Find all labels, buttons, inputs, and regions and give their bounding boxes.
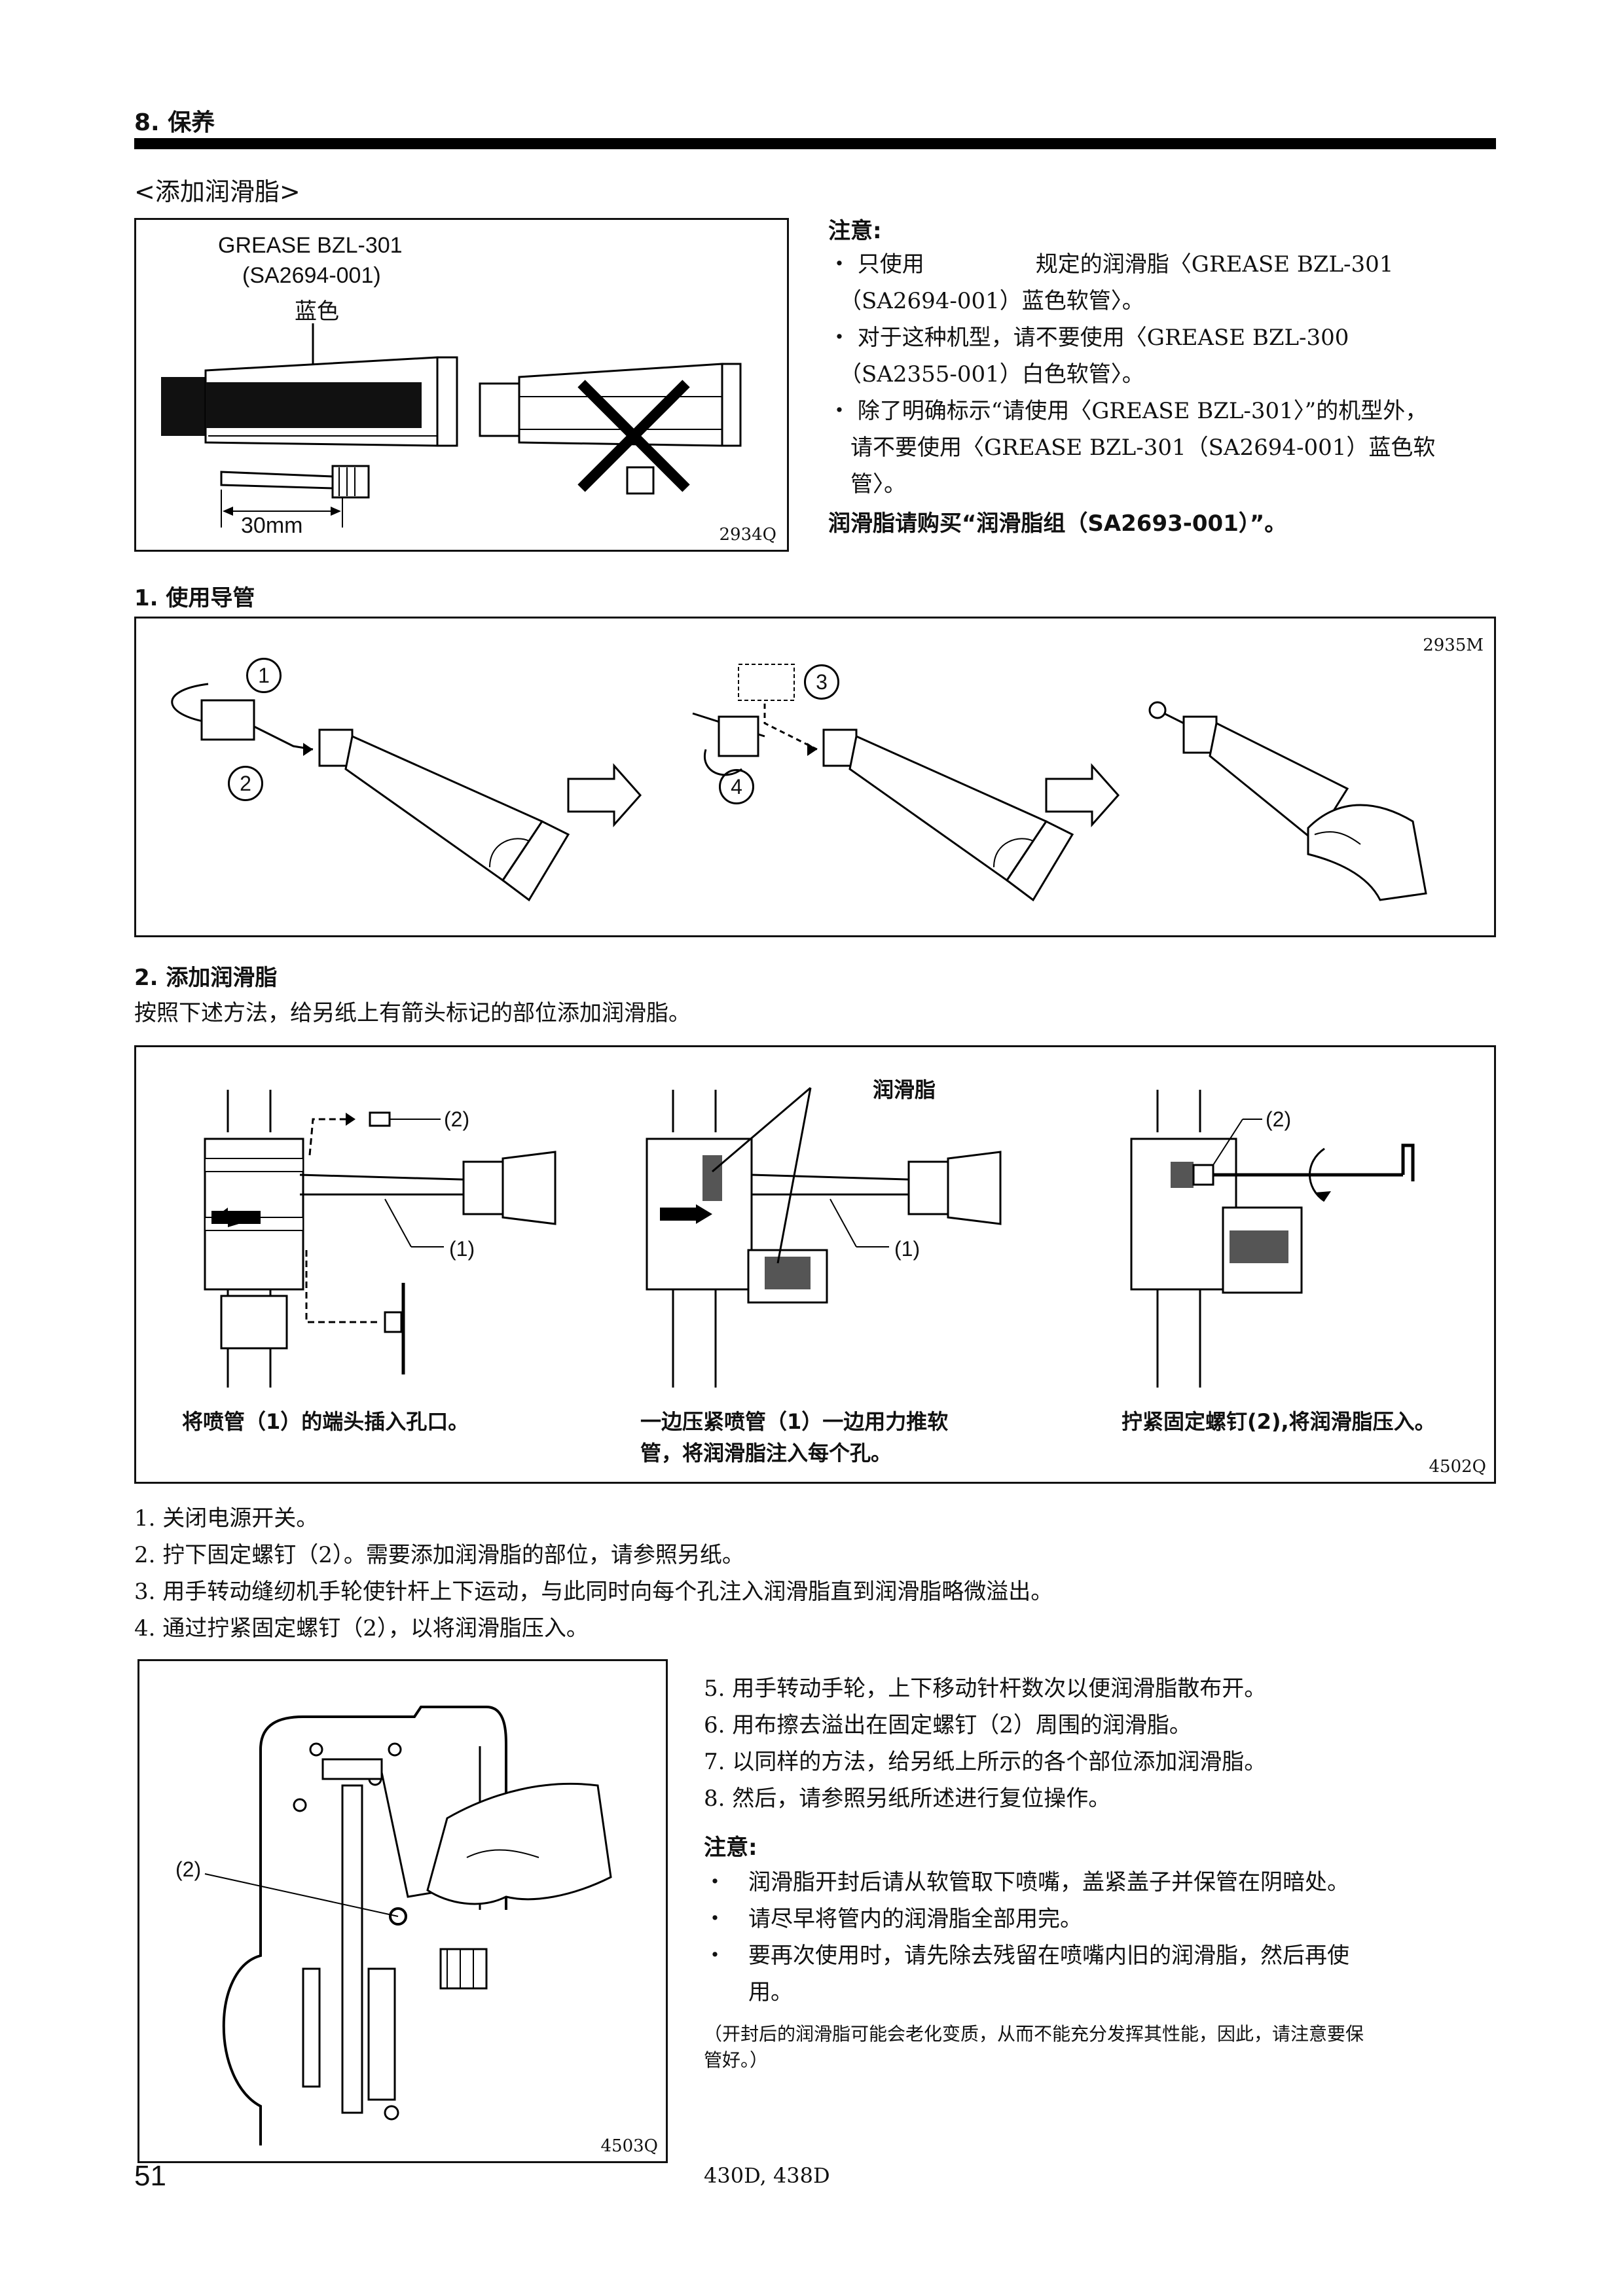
notice2-item: ・ 润滑脂开封后请从软管取下喷嘴，盖紧盖子并保管在阴暗处。 [704,1869,1349,1895]
tube-label-line1: GREASE BZL-301 [218,233,403,258]
caption-c: 拧紧固定螺钉(2),将润滑脂压入。 [1122,1409,1436,1434]
notice2-item-text: 润滑脂开封后请从软管取下喷嘴，盖紧盖子并保管在阴暗处。 [748,1869,1349,1895]
tube-label-line2: (SA2694-001) [242,263,381,288]
step1-heading: 1. 使用导管 [134,585,255,611]
caption-b-line2: 管，将润滑脂注入每个孔。 [640,1441,892,1465]
notice1-item: （SA2694-001）蓝色软管〉。 [828,288,1144,314]
notice2-item-text: 请尽早将管内的润滑脂全部用完。 [748,1906,1082,1932]
list-item: 4. 通过拧紧固定螺钉（2），以将润滑脂压入。 [134,1615,589,1641]
steps-list2: 5. 用手转动手轮，上下移动针杆数次以便润滑脂散布开。 6. 用布擦去溢出在固定… [704,1670,1266,1817]
purchase-note: 润滑脂请购买“润滑脂组（SA2693-001）”。 [828,511,1287,537]
screw-label-a: (2) [444,1107,470,1131]
list-item: 1. 关闭电源开关。 [134,1505,319,1532]
step2-intro: 按照下述方法，给另纸上有箭头标记的部位添加润滑脂。 [134,1000,691,1026]
nozzle-drawing [171,664,1427,902]
page-number: 51 [134,2160,166,2192]
list-item: 7. 以同样的方法，给另纸上所示的各个部位添加润滑脂。 [704,1749,1267,1775]
list-item: 2. 拧下固定螺钉（2）。需要添加润滑脂的部位，请参照另纸。 [134,1542,744,1568]
notice2-item: ・ 要再次使用时，请先除去残留在喷嘴内旧的润滑脂，然后再使 [704,1943,1349,1969]
list-item: 5. 用手转动手轮，上下移动针杆数次以便润滑脂散布开。 [704,1676,1267,1702]
notice2-title: 注意: [704,1835,757,1861]
figure-ref: 2934Q [719,525,776,545]
list-item: 8. 然后，请参照另纸所述进行复位操作。 [704,1785,1111,1812]
notice1-item: ・ 只使用 规定的润滑脂〈GREASE BZL-301 [828,251,1394,278]
notice1-title: 注意: [828,218,882,244]
note-line: （开封后的润滑脂可能会老化变质，从而不能充分发挥其性能，因此，请注意要保 [704,2023,1364,2045]
callout-2: 2 [228,766,263,801]
tube-label-line3: 蓝色 [295,299,339,324]
grease-fill-drawing [204,1086,1415,1388]
notice2-item-text: 要再次使用时，请先除去残留在喷嘴内旧的润滑脂，然后再使 [748,1943,1349,1969]
callout-3: 3 [804,664,839,700]
tube-drawing [161,323,742,528]
step2-heading: 2. 添加润滑脂 [134,965,278,991]
machine-drawing [204,1706,612,2145]
nozzle-figure: 2935M 1 2 3 4 [134,617,1496,937]
notice1-item: ・ 对于这种机型，请不要使用〈GREASE BZL-300 [828,325,1349,351]
notice2-item: ・ 请尽早将管内的润滑脂全部用完。 [704,1906,1082,1932]
header-rule [134,138,1496,149]
figure-ref: 4502Q [1429,1457,1486,1477]
grease-fill-figure: (2) (1) 润滑脂 (1) (2) 将喷管（1）的端头插入孔口。 一边压紧喷… [134,1045,1496,1484]
model-number: 430D, 438D [704,2163,830,2188]
machine-figure: (2) 4503Q [137,1659,668,2163]
section-header: 8. 保养 [134,109,215,136]
callout-4: 4 [719,769,754,804]
list-item: 3. 用手转动缝纫机手轮使针杆上下运动，与此同时向每个孔注入润滑脂直到润滑脂略微… [134,1579,1053,1605]
figure-ref: 2935M [1423,636,1484,655]
notice2-note: （开封后的润滑脂可能会老化变质，从而不能充分发挥其性能，因此，请注意要保 管好。… [704,2021,1364,2073]
nozzle-label-a: (1) [449,1237,475,1261]
grease-tube-figure: GREASE BZL-301 (SA2694-001) 蓝色 30mm 2934… [134,218,789,552]
caption-a: 将喷管（1）的端头插入孔口。 [182,1409,469,1434]
notice2-item: 用。 [704,1974,1349,2011]
caption-b-line1: 一边压紧喷管（1）一边用力推软 [640,1409,949,1434]
screw-label: (2) [175,1857,202,1881]
notice1-item: （SA2355-001）白色软管〉。 [828,361,1144,387]
notice1-list: ・ 只使用 规定的润滑脂〈GREASE BZL-301 （SA2694-001）… [828,246,1435,503]
grease-title: <添加润滑脂> [134,177,301,206]
callout-1: 1 [246,658,282,693]
note-line: 管好。） [704,2049,769,2071]
notice2-list: ・ 润滑脂开封后请从软管取下喷嘴，盖紧盖子并保管在阴暗处。 ・ 请尽早将管内的润… [704,1864,1349,2011]
notice1-item: ・ 除了明确标示“请使用〈GREASE BZL-301〉”的机型外， [828,398,1428,424]
figure-ref: 4503Q [600,2136,658,2156]
dimension-label: 30mm [241,513,303,538]
list-item: 6. 用布擦去溢出在固定螺钉（2）周围的润滑脂。 [704,1712,1192,1738]
nozzle-label-b: (1) [894,1237,921,1261]
grease-label: 润滑脂 [873,1078,936,1102]
notice1-item: 请不要使用〈GREASE BZL-301（SA2694-001）蓝色软 [828,435,1436,461]
steps-list: 1. 关闭电源开关。 2. 拧下固定螺钉（2）。需要添加润滑脂的部位，请参照另纸… [134,1500,1053,1647]
notice1-item: 管〉。 [828,471,906,497]
notice2-item-text: 用。 [748,1979,793,2005]
screw-label-c: (2) [1266,1107,1292,1131]
